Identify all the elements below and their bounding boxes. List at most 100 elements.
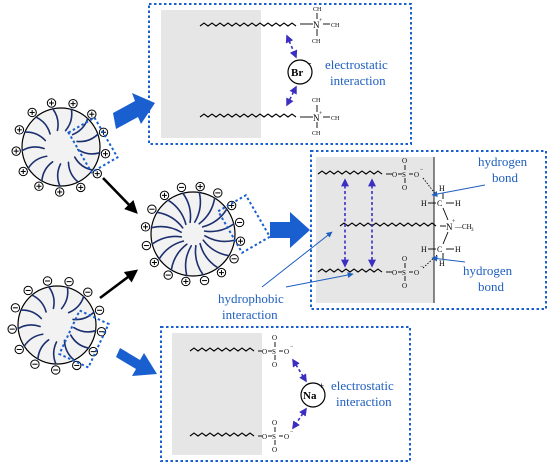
positive-head-group [159, 190, 170, 201]
cationic-micelle [11, 98, 111, 197]
svg-text:C: C [437, 245, 442, 254]
svg-text:+: + [452, 219, 456, 225]
hydrophobic-tail [71, 117, 89, 136]
negative-head-group [94, 305, 105, 315]
positive-head-group [68, 98, 78, 109]
svg-text:CH: CH [313, 7, 322, 13]
svg-text:CH: CH [331, 23, 340, 29]
svg-text:O: O [284, 348, 289, 356]
hydrophobic-tail [20, 309, 43, 320]
hydrophobic-tail [167, 199, 187, 226]
hydrophobic-tail [37, 339, 50, 360]
svg-text:−: − [290, 429, 294, 435]
hydrophobic-tail [158, 240, 185, 260]
svg-text:O: O [272, 419, 277, 427]
svg-text:O: O [414, 269, 419, 277]
svg-text:O: O [402, 157, 407, 165]
sodium-ion [300, 382, 326, 408]
hydrophobic-tail [23, 333, 44, 348]
hydrophobic-tail [193, 191, 202, 223]
hydrophobic-tail [150, 225, 182, 234]
negative-head-group [83, 287, 93, 297]
hydrophobic-tail [73, 326, 97, 333]
positive-head-group [46, 98, 57, 108]
anionic-zoom-box [58, 309, 110, 369]
svg-text:−: − [420, 167, 424, 173]
svg-text:H: H [421, 199, 427, 208]
hydrophobic-tail [156, 211, 184, 229]
svg-text:interaction: interaction [222, 307, 278, 322]
negative-head-group [14, 344, 24, 355]
svg-text:S: S [402, 171, 406, 179]
svg-text:O: O [392, 269, 397, 277]
micelle-core [150, 191, 236, 277]
cationic-zoom-box [67, 116, 119, 174]
svg-text:O: O [392, 171, 397, 179]
svg-text:CH: CH [312, 131, 321, 137]
top-box-shaded-region [161, 10, 261, 138]
hydrophobic-tail [72, 311, 95, 321]
svg-text:CH: CH [312, 98, 321, 104]
svg-text:O: O [402, 184, 407, 192]
hydrogen-bond-label-top: hydrogen [478, 154, 528, 169]
hydrogen-bond-pointer-top [431, 184, 486, 197]
svg-text:C: C [437, 199, 442, 208]
hydrophobic-tail [31, 294, 47, 313]
svg-text:O: O [272, 446, 277, 454]
hydrophobic-tail [182, 192, 192, 224]
positive-head-group [34, 181, 44, 191]
hydrophobic-tail [67, 295, 85, 314]
negative-head-group [147, 204, 157, 214]
top-electrostatic-label: electrostatic [325, 57, 388, 72]
hydrophobic-tail [151, 235, 183, 245]
hydrophobic-tail [73, 156, 94, 171]
negative-head-group [163, 270, 173, 280]
arrow-to-top-box [113, 93, 155, 129]
bottom-electrostatic-label: electrostatic [331, 378, 394, 393]
svg-text:O: O [284, 433, 289, 441]
bottom-interaction-box: O S O O O − O S O O O − Na + electrostat… [160, 326, 411, 462]
middle-lower-alkyl-chain [317, 268, 383, 273]
positive-head-group [195, 181, 205, 192]
hydrophobic-tail [60, 286, 69, 310]
svg-text:interaction: interaction [330, 73, 386, 88]
top-upper-alkyl-chain [199, 22, 297, 27]
bottom-box-shaded-region [172, 333, 262, 455]
bottom-upper-alkyl-chain [189, 347, 255, 352]
mixed-micelle [140, 181, 246, 287]
hydrophobic-tail [56, 163, 62, 187]
hydrophobic-pointer-1 [261, 231, 333, 288]
hydrophobic-tail [69, 334, 90, 349]
svg-text:—CH: —CH [454, 223, 472, 231]
svg-text:Na: Na [303, 390, 317, 402]
bromide-ion [287, 59, 313, 85]
arrow-anionic-to-mixed [99, 269, 139, 300]
svg-text:−: − [290, 344, 294, 350]
positive-head-group [216, 267, 227, 278]
svg-text:S: S [272, 348, 276, 356]
hydrogen-bond-pointer-bottom [431, 255, 466, 263]
hydrophobic-tail [198, 197, 216, 225]
svg-text:H: H [439, 259, 445, 268]
svg-text:−: − [420, 264, 424, 270]
svg-text:O: O [262, 433, 267, 441]
top-lower-alkyl-chain [199, 113, 297, 118]
hydrophobic-tail [52, 341, 58, 365]
hydrophobic-tail [194, 244, 204, 276]
svg-text:H: H [439, 184, 445, 193]
positive-head-group [27, 107, 37, 118]
positive-head-group [76, 182, 86, 193]
svg-text:H: H [455, 245, 461, 254]
svg-text:3: 3 [471, 228, 474, 233]
svg-text:S: S [272, 433, 276, 441]
svg-text:O: O [414, 171, 419, 179]
hydrophobic-tail [204, 234, 236, 243]
middle-upper-alkyl-chain [317, 170, 383, 175]
arrow-to-bottom-box [116, 348, 157, 376]
negative-head-group [141, 240, 152, 251]
positive-head-group [14, 125, 25, 135]
negative-head-group [229, 254, 239, 264]
svg-text:Br: Br [291, 67, 303, 79]
negative-head-group [213, 188, 223, 198]
